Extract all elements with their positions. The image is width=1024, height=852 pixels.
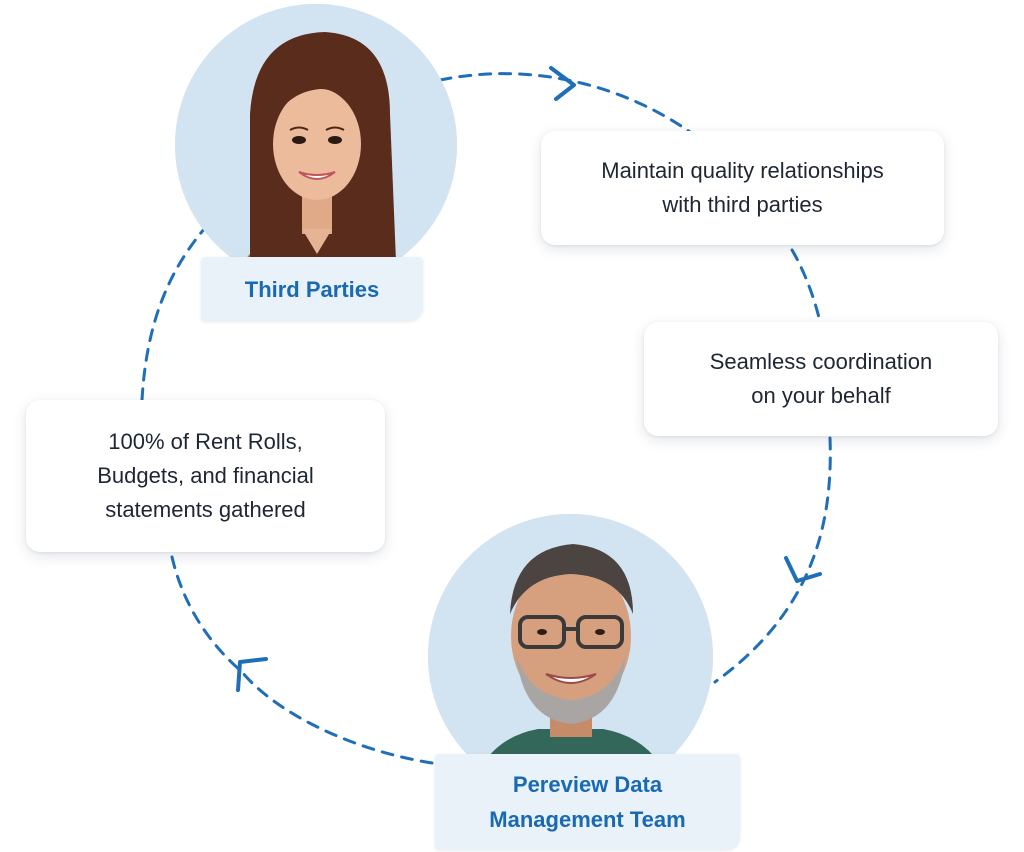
step-card-statements-gathered: 100% of Rent Rolls, Budgets, and financi… bbox=[26, 400, 385, 552]
cycle-path-left-lower bbox=[170, 555, 244, 674]
pereview-team-avatar bbox=[428, 514, 713, 799]
woman-avatar-icon bbox=[175, 4, 457, 286]
pereview-team-label: Pereview Data Management Team bbox=[435, 754, 740, 850]
cycle-path-right-lower bbox=[713, 436, 832, 684]
cycle-path-top bbox=[438, 72, 692, 134]
third-parties-label: Third Parties bbox=[201, 257, 423, 321]
chevron-arrow-icon bbox=[784, 556, 822, 583]
cycle-path-bottom bbox=[240, 670, 434, 765]
cycle-path-left-upper bbox=[140, 226, 207, 402]
chevron-arrow-icon bbox=[236, 657, 268, 692]
step-card-maintain-relationships: Maintain quality relationships with thir… bbox=[541, 131, 944, 245]
third-parties-avatar bbox=[175, 4, 457, 286]
step-card-seamless-coordination: Seamless coordination on your behalf bbox=[644, 322, 998, 436]
chevron-arrow-icon bbox=[549, 66, 576, 101]
cycle-path-right-upper bbox=[790, 248, 822, 324]
